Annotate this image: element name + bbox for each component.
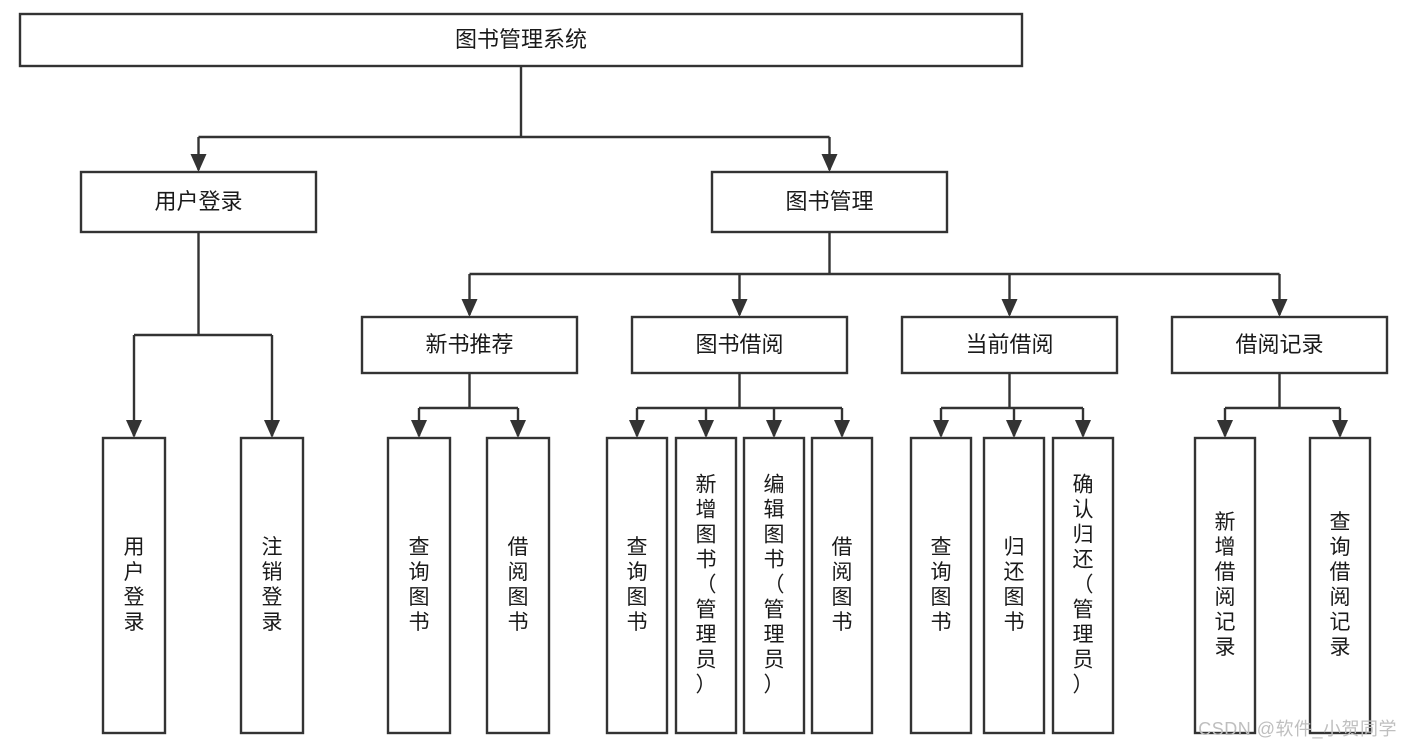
- node-new-book-recommend-label: 新书推荐: [425, 332, 513, 357]
- node-leaf-query-book-current[interactable]: 查询图书: [909, 436, 973, 735]
- node-user-login[interactable]: 用户登录: [79, 170, 318, 234]
- node-leaf-add-book-admin[interactable]: 新增图书（管理员）: [674, 436, 738, 735]
- node-leaf-borrow-book[interactable]: 借阅图书: [810, 436, 874, 735]
- node-leaf-add-borrow-record-box[interactable]: [1193, 436, 1257, 735]
- node-root[interactable]: 图书管理系统: [18, 12, 1024, 68]
- node-leaf-query-book-borrow-box[interactable]: [605, 436, 669, 735]
- node-book-management[interactable]: 图书管理: [710, 170, 949, 234]
- node-root-label: 图书管理系统: [455, 27, 587, 52]
- node-new-book-recommend-box[interactable]: [360, 315, 579, 375]
- node-leaf-query-borrow-record[interactable]: 查询借阅记录: [1308, 436, 1372, 735]
- node-current-borrow-box[interactable]: [900, 315, 1119, 375]
- node-leaf-borrow-book-recommend-box[interactable]: [485, 436, 551, 735]
- node-leaf-borrow-book-box[interactable]: [810, 436, 874, 735]
- node-leaf-add-book-admin-box[interactable]: [674, 436, 738, 735]
- node-leaf-edit-book-admin-box[interactable]: [742, 436, 806, 735]
- node-leaf-confirm-return-admin-label: 确认归还（管理员）: [1073, 473, 1094, 696]
- node-leaf-add-borrow-record[interactable]: 新增借阅记录: [1193, 436, 1257, 735]
- node-leaf-query-book-current-label: 查询图书: [931, 536, 952, 634]
- node-leaf-query-borrow-record-label: 查询借阅记录: [1330, 511, 1351, 659]
- node-current-borrow[interactable]: 当前借阅: [900, 315, 1119, 375]
- node-root-box[interactable]: [18, 12, 1024, 68]
- node-leaf-query-book-recommend-box[interactable]: [386, 436, 452, 735]
- node-leaf-return-book-label: 归还图书: [1004, 536, 1025, 634]
- node-book-management-label: 图书管理: [785, 189, 873, 214]
- node-leaf-query-book-borrow-label: 查询图书: [627, 536, 648, 634]
- node-leaf-user-login-label: 用户登录: [124, 536, 145, 634]
- node-leaf-return-book-box[interactable]: [982, 436, 1046, 735]
- node-leaf-confirm-return-admin-box[interactable]: [1051, 436, 1115, 735]
- node-leaf-logout-login-label: 注销登录: [262, 536, 283, 634]
- node-leaf-borrow-book-recommend[interactable]: 借阅图书: [485, 436, 551, 735]
- node-leaf-query-book-borrow[interactable]: 查询图书: [605, 436, 669, 735]
- node-borrow-record-box[interactable]: [1170, 315, 1389, 375]
- node-book-borrow-label: 图书借阅: [695, 332, 783, 357]
- node-leaf-add-book-admin-label: 新增图书（管理员）: [696, 473, 717, 696]
- node-leaf-query-borrow-record-box[interactable]: [1308, 436, 1372, 735]
- node-leaf-confirm-return-admin[interactable]: 确认归还（管理员）: [1051, 436, 1115, 735]
- node-leaf-user-login-box[interactable]: [101, 436, 167, 735]
- node-leaf-edit-book-admin-label: 编辑图书（管理员）: [764, 473, 785, 696]
- node-leaf-query-book-recommend[interactable]: 查询图书: [386, 436, 452, 735]
- node-leaf-borrow-book-label: 借阅图书: [832, 536, 853, 634]
- node-leaf-add-borrow-record-label: 新增借阅记录: [1215, 511, 1236, 659]
- node-leaf-return-book[interactable]: 归还图书: [982, 436, 1046, 735]
- node-leaf-edit-book-admin[interactable]: 编辑图书（管理员）: [742, 436, 806, 735]
- node-leaf-query-book-recommend-label: 查询图书: [409, 536, 430, 634]
- node-user-login-box[interactable]: [79, 170, 318, 234]
- node-user-login-label: 用户登录: [154, 189, 242, 214]
- node-leaf-user-login[interactable]: 用户登录: [101, 436, 167, 735]
- node-book-management-box[interactable]: [710, 170, 949, 234]
- node-new-book-recommend[interactable]: 新书推荐: [360, 315, 579, 375]
- node-book-borrow[interactable]: 图书借阅: [630, 315, 849, 375]
- node-borrow-record[interactable]: 借阅记录: [1170, 315, 1389, 375]
- node-book-borrow-box[interactable]: [630, 315, 849, 375]
- node-leaf-query-book-current-box[interactable]: [909, 436, 973, 735]
- node-leaf-logout-login[interactable]: 注销登录: [239, 436, 305, 735]
- node-leaf-logout-login-box[interactable]: [239, 436, 305, 735]
- node-current-borrow-label: 当前借阅: [965, 332, 1053, 357]
- node-borrow-record-label: 借阅记录: [1235, 332, 1323, 357]
- node-leaf-borrow-book-recommend-label: 借阅图书: [508, 536, 529, 634]
